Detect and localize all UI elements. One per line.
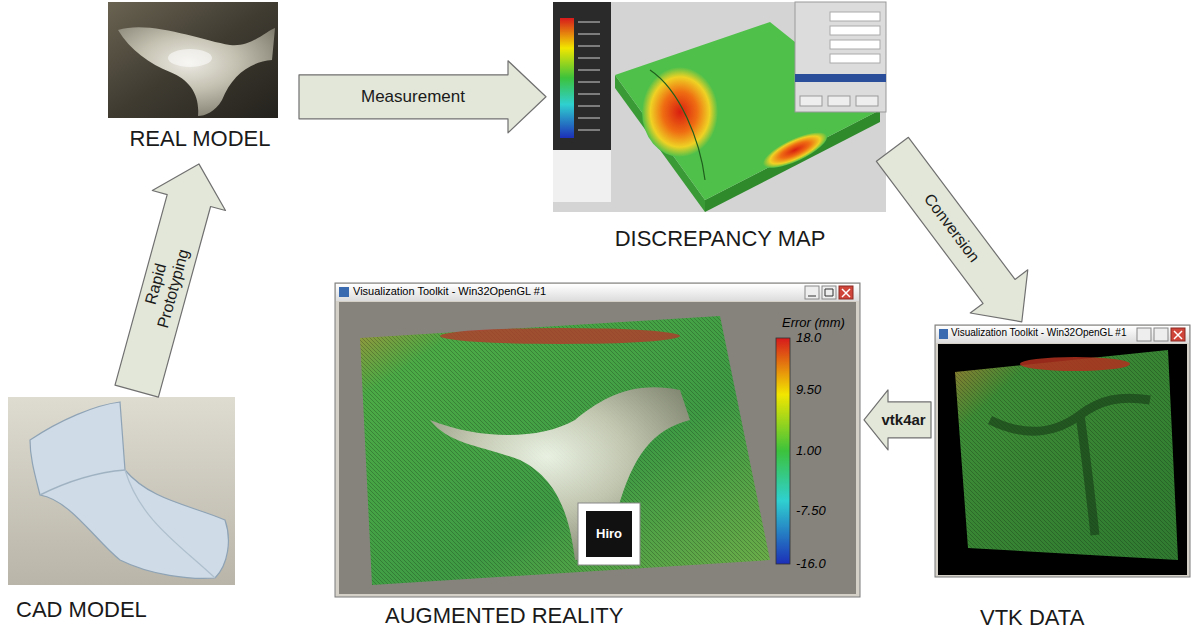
window-button: [839, 286, 853, 299]
dialog-button: [828, 96, 850, 106]
ar-window: [335, 283, 860, 597]
render-view: [938, 344, 1187, 575]
stage-panel: DISCREPANCY MAP: [550, 2, 890, 264]
dialog-field: [830, 12, 880, 21]
legend-bar: [560, 18, 574, 138]
dialog-button: [856, 96, 878, 106]
stage-caption: AUGMENTED REALITY: [385, 603, 623, 629]
cad-edge: [125, 470, 215, 578]
close-cross: [1174, 331, 1182, 339]
dialog-panel: [795, 2, 886, 112]
window-glyph: [808, 289, 833, 296]
error-blob: [642, 67, 718, 157]
error-surface: [360, 316, 770, 585]
window-button: [1154, 328, 1168, 341]
block-arrow: [115, 164, 226, 397]
block-arrow: [864, 390, 931, 450]
arrow-label: vtk4ar: [880, 411, 928, 428]
color-bar: [776, 338, 790, 564]
camera-view: [339, 302, 856, 594]
cad-surface: [30, 402, 228, 578]
window-button: [1171, 328, 1185, 341]
title-bar: [936, 326, 1189, 343]
window-frame: [935, 325, 1190, 577]
discrepancy-screenshot: [553, 2, 886, 212]
cad-edge: [40, 470, 125, 495]
colorbar-label: -7.50: [796, 504, 826, 519]
window-button: [822, 286, 836, 299]
stage-caption: VTK DATA: [980, 605, 1084, 631]
dialog-bar: [795, 74, 886, 82]
window-title: Visualization Toolkit - Win32OpenGL #1: [353, 285, 546, 298]
window-icon: [339, 287, 349, 297]
colorbar-label: 9.50: [796, 383, 821, 398]
error-streak: [1020, 357, 1130, 371]
window-icon: [939, 329, 948, 339]
cad-background: [8, 397, 235, 585]
legend-footer: [553, 150, 611, 202]
colorbar-label: 18.0: [796, 331, 821, 346]
colorbar-label: Error (mm): [782, 316, 845, 331]
colorbar-label: -16.0: [796, 557, 826, 572]
stage-panel: AUGMENTED REALITY: [335, 283, 860, 635]
error-streak: [440, 328, 680, 344]
stage-caption: REAL MODEL: [129, 126, 270, 152]
surface-groove: [990, 398, 1150, 535]
real-part: [430, 387, 690, 560]
dialog-field: [830, 26, 880, 35]
surface-mesh: [955, 350, 1178, 560]
surface-mesh: [360, 316, 770, 585]
stage-panel: REAL MODEL: [105, 2, 295, 160]
real-model-photo: [108, 2, 278, 118]
screen-background: [553, 2, 886, 212]
marker-border: [578, 503, 640, 565]
colorbar-label: 1.00: [796, 444, 821, 459]
block-arrow: [299, 61, 546, 133]
metal-part: [118, 27, 275, 116]
error-blob: [759, 125, 832, 175]
error-surface: [955, 350, 1178, 560]
block-arrow: [876, 137, 1027, 321]
marker-text: Hiro: [596, 527, 622, 542]
cad-illustration: [8, 397, 235, 585]
title-bar: [336, 284, 859, 301]
dialog-button: [800, 96, 822, 106]
stage-caption: CAD MODEL: [16, 597, 147, 623]
highlight: [168, 49, 212, 67]
stage-caption: DISCREPANCY MAP: [615, 226, 826, 252]
stage-panel: VTK DATA: [935, 325, 1190, 635]
dialog-field: [830, 54, 880, 63]
window-title: Visualization Toolkit - Win32OpenGL #1: [951, 327, 1126, 339]
legend-ticks: [578, 22, 600, 130]
window-button: [805, 286, 819, 299]
close-cross: [842, 289, 850, 297]
dialog-field: [830, 40, 880, 49]
legend-panel: [553, 2, 611, 202]
stage-panel: CAD MODEL: [8, 395, 240, 635]
surface-edge: [650, 70, 705, 180]
vtk-window: [935, 325, 1190, 577]
arrow-label: Measurement: [359, 87, 467, 107]
marker-core: [586, 511, 632, 557]
photo-background: [108, 2, 278, 118]
window-button: [1137, 328, 1151, 341]
window-frame: [335, 283, 860, 597]
